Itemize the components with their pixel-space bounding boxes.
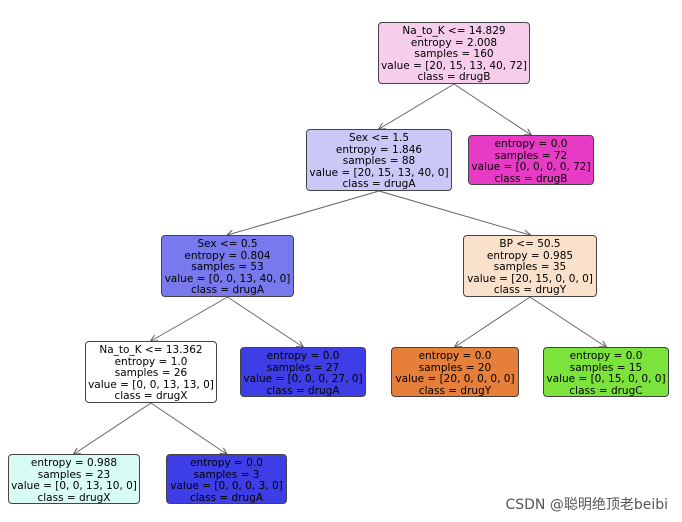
node-line: value = [0, 0, 0, 27, 0]	[243, 373, 363, 385]
node-line: entropy = 1.0	[114, 355, 188, 368]
node-line: class = drugX	[114, 390, 188, 402]
node-line: class = drugC	[569, 384, 643, 397]
node-line: entropy = 2.008	[410, 36, 498, 49]
edge-n3-n6	[227, 296, 304, 347]
node-line: entropy = 0.0	[266, 350, 340, 362]
edge-n5-n9	[74, 402, 152, 454]
edge-root-n2	[453, 83, 531, 135]
node-line: samples = 72	[494, 149, 568, 162]
node-line: value = [0, 0, 13, 13, 0]	[88, 378, 214, 391]
node-line: samples = 27	[266, 361, 340, 374]
edge-n1-n3	[228, 190, 380, 235]
node-line: class = drugA	[190, 284, 265, 296]
node-line: value = [0, 0, 0, 0, 72]	[471, 161, 591, 173]
node-line: entropy = 0.0	[190, 457, 263, 469]
node-line: class = drugB	[494, 172, 568, 185]
node-line: Sex <= 0.5	[197, 238, 258, 250]
node-line: class = drugY	[493, 284, 567, 296]
edge-n3-n5	[151, 296, 228, 341]
edge-n4-n8	[529, 296, 606, 347]
node-line: value = [20, 15, 0, 0, 0]	[467, 272, 593, 285]
node-line: BP <= 50.5	[499, 238, 561, 250]
node-line: value = [0, 0, 13, 10, 0]	[11, 480, 137, 492]
edge-n1-n4	[378, 190, 530, 235]
node-line: class = drugY	[418, 384, 492, 397]
node-line: entropy = 0.0	[569, 350, 643, 362]
node-line: Na_to_K <= 14.829	[402, 25, 506, 37]
node-line: class = drugB	[417, 71, 491, 83]
node-line: class = drugA	[342, 178, 416, 190]
node-line: class = drugA	[266, 384, 340, 397]
node-line: value = [0, 15, 0, 0, 0]	[546, 373, 666, 385]
node-line: value = [20, 15, 13, 40, 0]	[309, 166, 449, 179]
node-line: value = [20, 15, 13, 40, 72]	[381, 59, 527, 72]
node-line: entropy = 0.804	[184, 249, 271, 262]
edge-n4-n7	[455, 296, 531, 347]
node-line: entropy = 0.985	[486, 249, 574, 262]
node-line: class = drugA	[189, 491, 264, 504]
node-line: entropy = 0.0	[418, 350, 492, 362]
edge-root-n1	[379, 83, 455, 129]
node-line: value = [0, 0, 13, 40, 0]	[164, 272, 291, 285]
node-line: samples = 15	[569, 361, 643, 374]
node-line: samples = 3	[193, 468, 260, 481]
node-line: Sex <= 1.5	[348, 132, 410, 144]
node-line: samples = 35	[493, 261, 567, 273]
node-line: entropy = 0.0	[494, 138, 568, 150]
node-line: samples = 160	[414, 48, 494, 60]
node-line: samples = 88	[342, 155, 416, 167]
node-line: Na_to_K <= 13.362	[99, 344, 203, 356]
watermark: CSDN @聪明绝顶老beibi	[505, 497, 668, 513]
node-line: value = [0, 0, 0, 3, 0]	[170, 480, 283, 492]
node-line: entropy = 0.988	[30, 457, 118, 469]
node-line: samples = 20	[418, 361, 492, 374]
node-line: value = [20, 0, 0, 0, 0]	[395, 373, 515, 385]
edge-n5-n10	[150, 402, 227, 454]
node-line: samples = 26	[114, 367, 188, 379]
node-line: samples = 23	[37, 468, 111, 481]
node-line: samples = 53	[191, 261, 264, 273]
node-line: entropy = 1.846	[335, 143, 423, 156]
node-line: class = drugX	[37, 491, 111, 504]
